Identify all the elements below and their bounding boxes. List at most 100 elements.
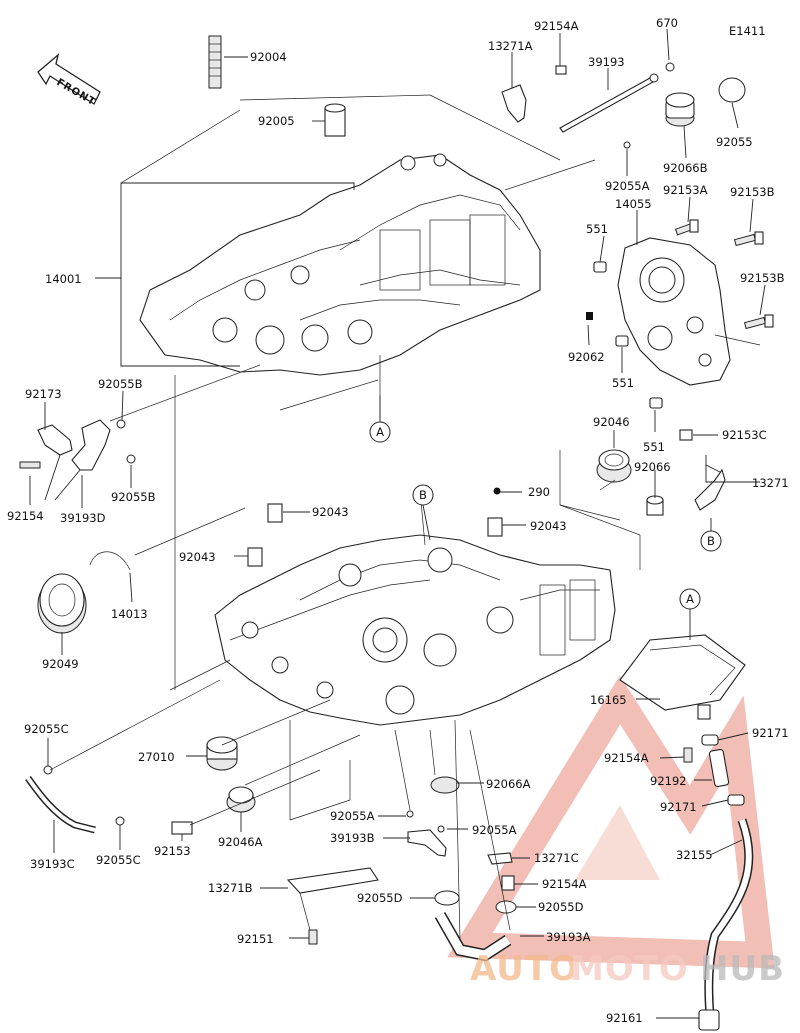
switch-27010 (206, 736, 238, 771)
label-16165: 16165 (590, 693, 627, 707)
label-92154: 92154 (7, 509, 44, 523)
callout-A-upper: A (369, 421, 391, 443)
label-92173: 92173 (25, 387, 62, 401)
shaft-39193 (559, 62, 675, 133)
label-92055C-1: 92055C (24, 722, 69, 736)
label-92154A-top: 92154A (534, 19, 579, 33)
leader-lines (29, 28, 766, 1019)
label-92161: 92161 (606, 1011, 643, 1025)
oring-92055B-2 (126, 454, 136, 464)
oring-92055A-top (623, 141, 631, 149)
label-551-1: 551 (586, 222, 608, 236)
upper-crankcase (139, 153, 541, 376)
label-92171-2: 92171 (660, 800, 697, 814)
label-39193D: 39193D (60, 511, 106, 525)
stud-92004 (208, 35, 222, 89)
bracket-92173 (37, 424, 73, 456)
label-92154A-low: 92154A (542, 877, 587, 891)
label-14013: 14013 (111, 607, 148, 621)
plug-92062 (586, 312, 593, 320)
plug-290 (493, 487, 501, 495)
bolt-92154A-mid (683, 747, 693, 763)
label-92043-3: 92043 (530, 519, 567, 533)
pipe-39193C (25, 775, 96, 834)
label-92005: 92005 (258, 114, 295, 128)
oring-92055D-1 (434, 890, 460, 906)
cover-14055 (617, 237, 731, 386)
callout-B-upper: B (412, 484, 434, 506)
bolt-92153C (679, 429, 693, 441)
label-551-3: 551 (643, 440, 665, 454)
clamp-92171-2 (727, 794, 745, 806)
strainer-16165 (619, 634, 746, 720)
oring-92055C-2 (115, 816, 125, 826)
bracket-13271C (487, 852, 513, 865)
label-14055: 14055 (615, 197, 652, 211)
pipe-39193B (407, 829, 447, 857)
oring-92055B-1 (116, 419, 126, 429)
label-13271B: 13271B (208, 881, 253, 895)
bearing-92046 (596, 449, 632, 483)
label-39193: 39193 (588, 55, 625, 69)
part-labels: E1411 92004 92005 14001 92154A 13271A 67… (7, 16, 789, 1025)
svg-text:A: A (376, 425, 384, 439)
label-92151: 92151 (237, 932, 274, 946)
diagram-code: E1411 (729, 24, 766, 38)
label-39193C: 39193C (30, 857, 75, 871)
label-92004: 92004 (250, 50, 287, 64)
label-92171-1: 92171 (752, 726, 789, 740)
front-arrow-icon: FRONT (37, 53, 101, 108)
bracket-13271 (694, 468, 726, 511)
label-92055A-low2: 92055A (472, 823, 517, 837)
bolt-92154 (19, 461, 41, 469)
dowel-551-2 (615, 335, 629, 347)
pipe-39193D (71, 419, 111, 471)
hose-92192 (708, 748, 730, 788)
label-92153A: 92153A (663, 183, 708, 197)
callout-A-right: A (679, 588, 701, 610)
svg-text:A: A (686, 592, 694, 606)
oring-92055 (718, 77, 746, 103)
svg-text:B: B (419, 488, 427, 502)
svg-text:MOTO: MOTO (570, 949, 689, 989)
clip-14013 (89, 551, 131, 571)
label-92153C: 92153C (722, 428, 767, 442)
label-92046A: 92046A (218, 835, 263, 849)
dowel-92043-1 (267, 503, 283, 523)
label-92062: 92062 (568, 350, 605, 364)
label-92046: 92046 (593, 415, 630, 429)
label-92153B-2: 92153B (740, 271, 785, 285)
bolt-92151 (308, 929, 318, 945)
label-92192: 92192 (650, 774, 687, 788)
bolt-92153B-1 (733, 231, 764, 247)
label-92153: 92153 (154, 844, 191, 858)
label-39193B: 39193B (330, 831, 375, 845)
plug-92066 (646, 495, 664, 516)
svg-text:AUTO: AUTO (470, 949, 579, 989)
clamp-92171-1 (701, 734, 719, 746)
bolt-92153B-2 (743, 314, 774, 330)
bolt-92154A-low (501, 875, 515, 891)
plug-92161 (698, 1009, 720, 1031)
label-92066: 92066 (634, 460, 671, 474)
label-92049: 92049 (42, 657, 79, 671)
oring-92055C-1 (43, 765, 53, 775)
svg-text:HUB: HUB (700, 949, 785, 989)
label-92055B-1: 92055B (98, 377, 143, 391)
label-92153B-1: 92153B (730, 185, 775, 199)
label-92055B-2: 92055B (111, 490, 156, 504)
bolt-92154A-top (555, 65, 567, 75)
dowel-92043-3 (487, 517, 503, 537)
label-39193A: 39193A (546, 930, 591, 944)
label-92043-1: 92043 (312, 505, 349, 519)
label-13271: 13271 (752, 476, 789, 490)
lower-crankcase (214, 534, 616, 726)
oring-92055A-low (406, 810, 414, 818)
svg-text:B: B (707, 534, 715, 548)
label-92043-2: 92043 (179, 550, 216, 564)
label-92154A-mid: 92154A (604, 751, 649, 765)
bracket-13271A (501, 84, 527, 123)
plug-92066A (430, 776, 460, 794)
